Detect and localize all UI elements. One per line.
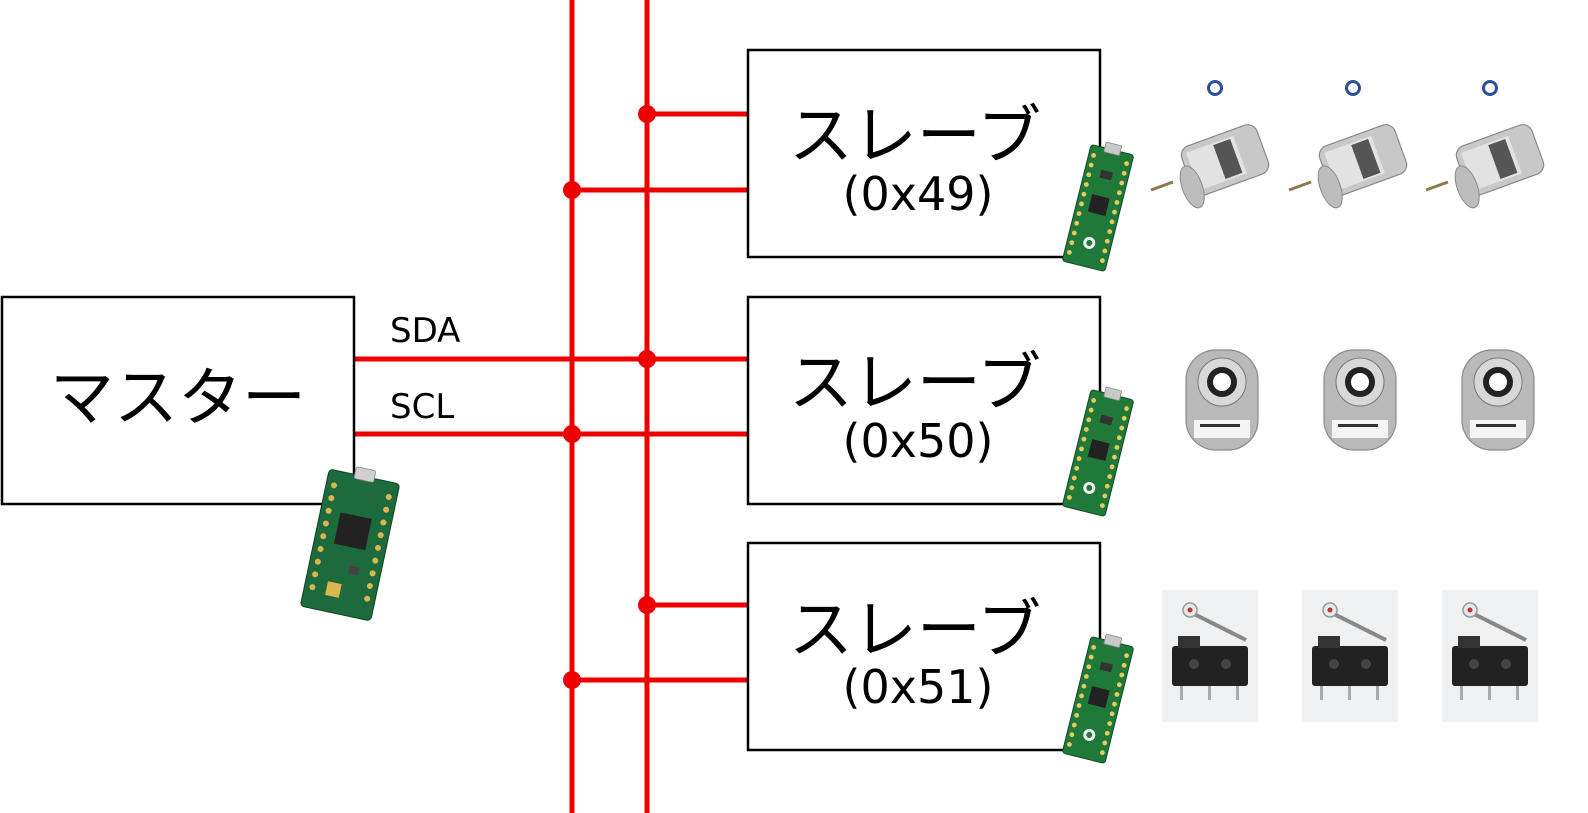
slave-node-0x50: スレーブ (0x50) [746, 295, 1102, 506]
dc-motor-icon [1424, 78, 1548, 213]
slave-box [746, 48, 1102, 259]
master-label: マスター [50, 362, 306, 436]
junction-dot [563, 671, 581, 689]
dc-motor-icon [1287, 78, 1411, 213]
bus-junctions [563, 105, 656, 689]
rotary-encoder-icon [1185, 349, 1259, 451]
junction-dot [563, 181, 581, 199]
master-node: マスター [0, 295, 356, 506]
rotary-encoder-icon [1461, 349, 1535, 451]
dc-motor-icon [1149, 78, 1273, 213]
junction-dot [563, 425, 581, 443]
junction-dot [638, 596, 656, 614]
slave-label: スレーブ [789, 100, 1041, 174]
micro-switch-icon [1300, 588, 1400, 724]
slave-address: (0x51) [843, 660, 994, 714]
scl-label: SCL [390, 387, 454, 427]
slave-box [746, 295, 1102, 506]
rotary-encoder-icon [1323, 349, 1397, 451]
slave-address: (0x50) [843, 414, 994, 468]
slave-node-0x51: スレーブ (0x51) [746, 541, 1102, 752]
sda-label: SDA [390, 311, 460, 351]
master-box [0, 295, 356, 506]
micro-switch-icon [1160, 588, 1260, 724]
slave-address: (0x49) [843, 167, 994, 221]
micro-switch-icon [1440, 588, 1540, 724]
junction-dot [638, 350, 656, 368]
slave-label: スレーブ [789, 594, 1041, 668]
slave-label: スレーブ [789, 347, 1041, 421]
junction-dot [638, 105, 656, 123]
slave-node-0x49: スレーブ (0x49) [746, 48, 1102, 259]
